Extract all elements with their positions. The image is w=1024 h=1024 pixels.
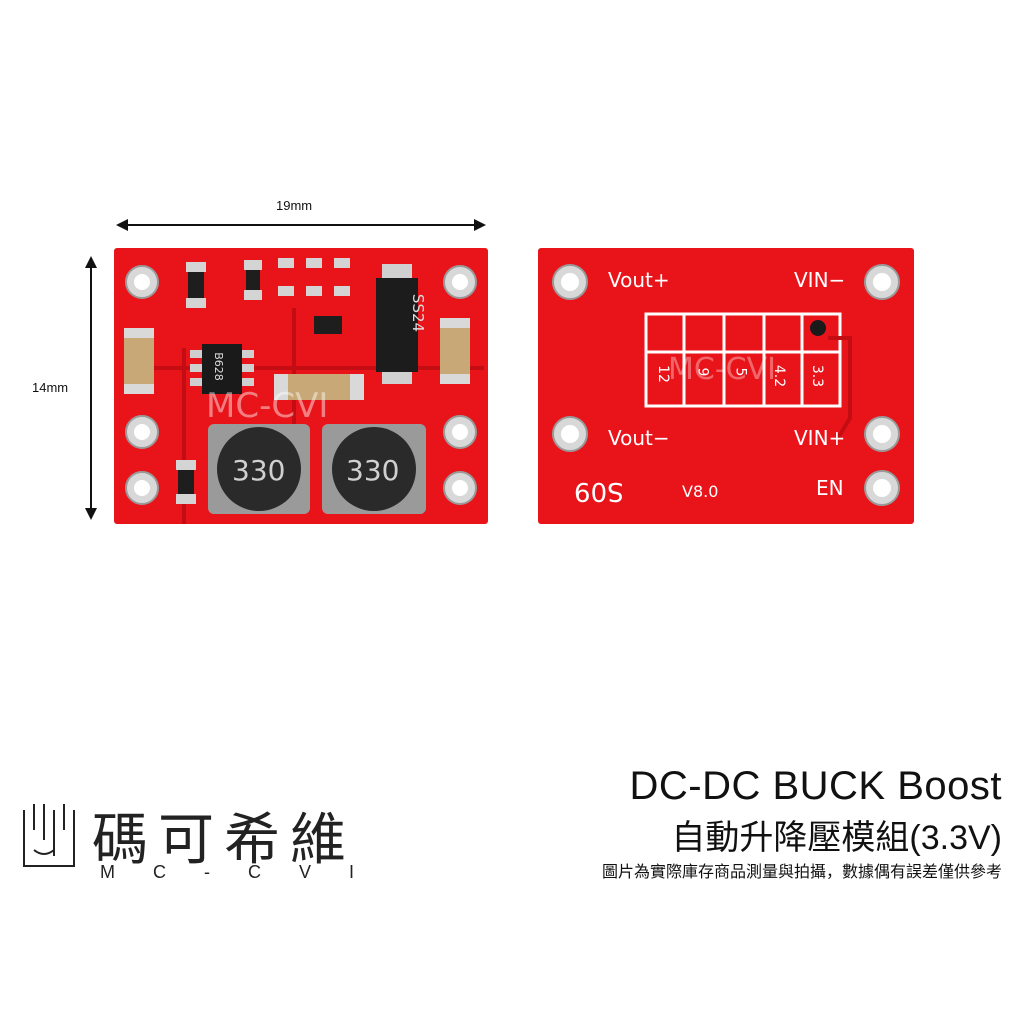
inductor-right-marking: 330 (346, 454, 400, 487)
front-watermark: MC-CVI (206, 386, 329, 426)
product-title-zh: 自動升降壓模組(3.3V) (671, 819, 1002, 857)
diode-marking: SS24 (409, 293, 428, 333)
logo-name-en: MC-CVI (100, 862, 392, 882)
height-arrow-bottom-head (85, 508, 97, 520)
ic-chip (202, 344, 242, 394)
product-disclaimer: 圖片為實際庫存商品測量與拍攝，數據偶有誤差僅供參考 (601, 864, 1002, 881)
height-arrow-line (90, 266, 92, 510)
front-pcb-board: SS24 B628 330 330 MC-CVI (114, 248, 488, 524)
back-watermark: MC-CVI (668, 352, 776, 387)
front-pcb-components (124, 258, 484, 524)
product-title-en: DC-DC BUCK Boost (629, 764, 1002, 808)
label-version: V8.0 (682, 482, 719, 501)
label-vin-plus: VIN+ (794, 426, 846, 450)
label-en: EN (816, 476, 844, 500)
back-pcb-silkscreen (552, 264, 900, 506)
inductor-left-marking: 330 (232, 454, 286, 487)
height-arrow-top-head (85, 256, 97, 268)
label-vout-minus: Vout− (608, 426, 670, 450)
logo-emblem-icon (23, 804, 75, 867)
label-model: S09 (574, 476, 624, 506)
height-label: 14mm (32, 380, 69, 395)
logo-name-zh: 碼可希維 (92, 808, 356, 873)
width-arrow-left-head (116, 219, 128, 231)
width-arrow-right-head (474, 219, 486, 231)
label-vin-minus: VIN− (794, 268, 846, 292)
width-arrow-line (126, 224, 476, 226)
width-label: 19mm (276, 198, 313, 213)
ic-marking: B628 (211, 352, 225, 381)
label-vout-plus: Vout+ (608, 268, 670, 292)
voltage-option-3-3: 3.3 (809, 364, 826, 388)
diode-body (376, 278, 418, 372)
back-pcb-board: Vout+ VIN− Vout− VIN+ EN S09 V8.0 12 9 5… (538, 248, 914, 524)
